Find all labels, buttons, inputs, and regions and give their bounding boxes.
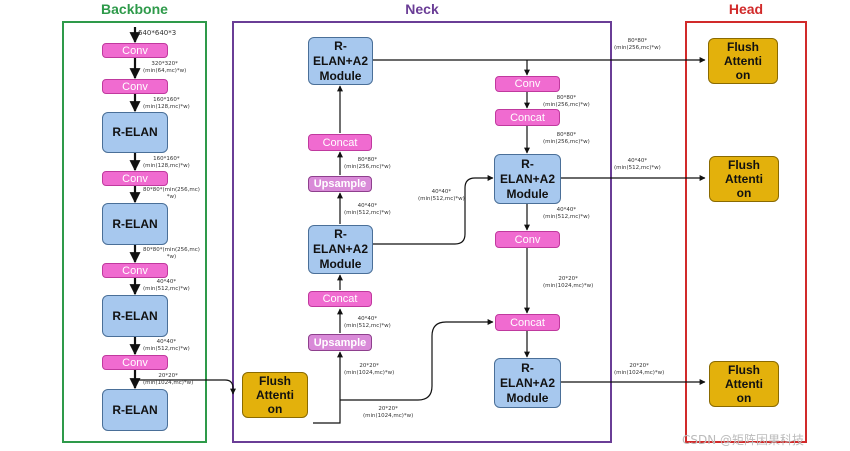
head-title: Head bbox=[728, 1, 764, 17]
dim-label: 160*160* (min(128,mc)*w) bbox=[143, 156, 190, 169]
dim-label: 40*40* (min(512,mc)*w) bbox=[418, 189, 465, 202]
backbone-conv-4: Conv bbox=[102, 263, 168, 278]
neck-relan-a2-bottom: R- ELAN+A2 Module bbox=[494, 358, 561, 408]
dim-label: 160*160* (min(128,mc)*w) bbox=[143, 97, 190, 110]
dim-label: 80*80* (min(256,mc)*w) bbox=[614, 38, 661, 51]
dim-label: 40*40* (min(512,mc)*w) bbox=[614, 158, 661, 171]
dim-label: 20*20* (min(1024,mc)*w) bbox=[543, 276, 594, 289]
dim-label: 20*20* (min(1024,mc)*w) bbox=[363, 406, 414, 419]
dim-label: 40*40* (min(512,mc)*w) bbox=[143, 339, 190, 352]
neck-conv-right-1: Conv bbox=[495, 76, 560, 92]
dim-label: 320*320* (min(64,mc)*w) bbox=[143, 61, 187, 74]
backbone-relan-3: R-ELAN bbox=[102, 295, 168, 337]
head-flush-attention-mid: Flush Attenti on bbox=[709, 156, 779, 202]
backbone-title: Backbone bbox=[101, 1, 168, 17]
dim-label: 40*40* (min(512,mc)*w) bbox=[543, 207, 590, 220]
neck-concat-lower: Concat bbox=[308, 291, 372, 307]
neck-conv-right-2: Conv bbox=[495, 231, 560, 248]
neck-title: Neck bbox=[405, 1, 439, 17]
neck-upsample-upper: Upsample bbox=[308, 176, 372, 192]
backbone-relan-1: R-ELAN bbox=[102, 112, 168, 153]
dim-label: 20*20* (min(1024,mc)*w) bbox=[614, 363, 665, 376]
dim-label: 20*20* (min(1024,mc)*w) bbox=[344, 363, 395, 376]
neck-upsample-lower: Upsample bbox=[308, 334, 372, 351]
neck-relan-a2-right-mid: R- ELAN+A2 Module bbox=[494, 154, 561, 204]
neck-flush-attention: Flush Attenti on bbox=[242, 372, 308, 418]
backbone-conv-3: Conv bbox=[102, 171, 168, 186]
backbone-relan-2: R-ELAN bbox=[102, 203, 168, 245]
neck-relan-a2-mid: R- ELAN+A2 Module bbox=[308, 225, 373, 274]
dim-label: 40*40* (min(512,mc)*w) bbox=[344, 316, 391, 329]
backbone-conv-5: Conv bbox=[102, 355, 168, 370]
head-flush-attention-bottom: Flush Attenti on bbox=[709, 361, 779, 407]
dim-label: 40*40* (min(512,mc)*w) bbox=[143, 279, 190, 292]
dim-label: 80*80*(min(256,mc) *w) bbox=[143, 187, 200, 200]
dim-label: 20*20* (min(1024,mc)*w) bbox=[143, 373, 194, 386]
watermark: CSDN @矩阵因果科技 bbox=[682, 433, 805, 447]
neck-concat-right-2: Concat bbox=[495, 314, 560, 331]
neck-frame bbox=[232, 21, 612, 443]
dim-label: 80*80* (min(256,mc)*w) bbox=[543, 132, 590, 145]
dim-label: 80*80* (min(256,mc)*w) bbox=[344, 157, 391, 170]
dim-label: 80*80* (min(256,mc)*w) bbox=[543, 95, 590, 108]
head-frame bbox=[685, 21, 807, 443]
backbone-conv-1: Conv bbox=[102, 43, 168, 58]
backbone-conv-2: Conv bbox=[102, 79, 168, 94]
neck-concat-right-1: Concat bbox=[495, 109, 560, 126]
dim-label: 40*40* (min(512,mc)*w) bbox=[344, 203, 391, 216]
dim-label: 80*80*(min(256,mc) *w) bbox=[143, 247, 200, 260]
neck-concat-upper: Concat bbox=[308, 134, 372, 151]
backbone-relan-4: R-ELAN bbox=[102, 389, 168, 431]
backbone-frame bbox=[62, 21, 207, 443]
head-flush-attention-top: Flush Attenti on bbox=[708, 38, 778, 84]
neck-relan-a2-top: R- ELAN+A2 Module bbox=[308, 37, 373, 85]
input-shape-label: 640*640*3 bbox=[138, 29, 177, 37]
